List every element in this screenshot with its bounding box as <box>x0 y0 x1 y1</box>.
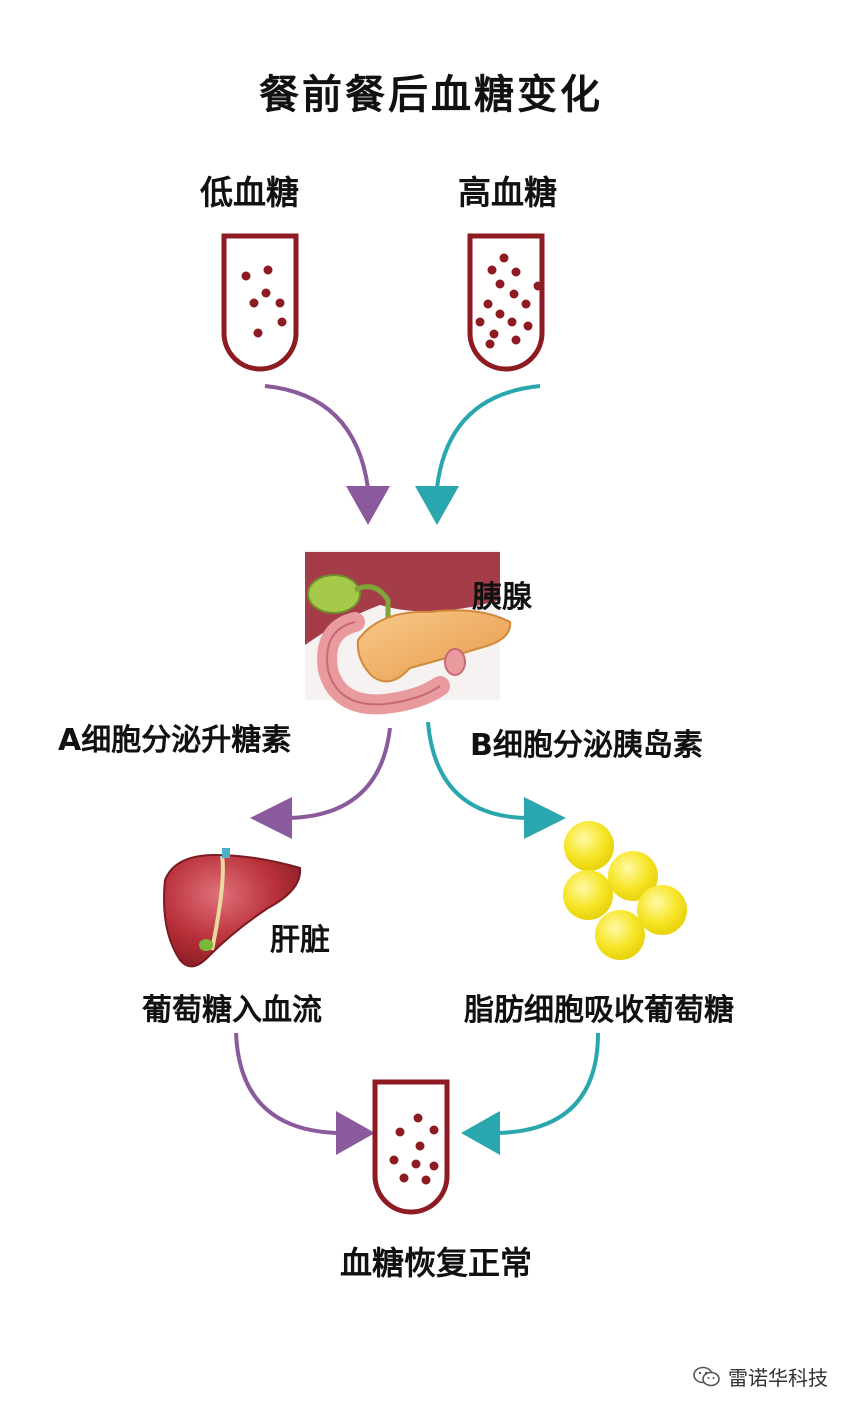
arrow-fat-to-normal <box>461 1032 600 1155</box>
fat-cell <box>595 910 645 960</box>
low-sugar-tube <box>221 233 299 372</box>
watermark: 雷诺华科技 <box>692 1362 828 1391</box>
arrow-liver-to-normal <box>234 1032 375 1155</box>
pancreas-label: 胰腺 <box>472 580 532 615</box>
glucose-dot <box>261 288 271 298</box>
fat-action-label: 脂肪细胞吸收葡萄糖 <box>464 993 734 1028</box>
fat-cells <box>563 821 687 960</box>
a-cell-label: A细胞分泌升糖素 <box>58 723 292 758</box>
glucose-dot <box>253 328 263 338</box>
fat-cell <box>608 851 658 901</box>
b-cell-label: B细胞分泌胰岛素 <box>470 728 703 763</box>
glucose-dot <box>275 298 285 308</box>
arrow-pancreas-to-fat <box>426 721 566 839</box>
glucose-dot <box>249 298 259 308</box>
liver-illustration <box>163 848 302 968</box>
low-sugar-label: 低血糖 <box>200 173 299 212</box>
high-sugar-tube <box>467 233 545 372</box>
wechat-icon <box>693 1366 720 1386</box>
liver-action-label: 葡萄糖入血流 <box>142 993 322 1028</box>
arrow-high-to-pancreas <box>415 384 541 525</box>
glucose-dot <box>277 317 287 327</box>
liver-label: 肝脏 <box>270 923 330 958</box>
arrow-pancreas-to-liver <box>250 727 392 839</box>
arrow-low-to-pancreas <box>264 384 390 525</box>
glucose-dot <box>263 265 273 275</box>
page-title: 餐前餐后血糖变化 <box>259 72 603 118</box>
high-sugar-label: 高血糖 <box>458 173 557 212</box>
watermark-text: 雷诺华科技 <box>728 1366 828 1390</box>
fat-cell <box>637 885 687 935</box>
fat-cell <box>563 870 613 920</box>
result-label: 血糖恢复正常 <box>339 1244 532 1282</box>
pancreas-illustration <box>305 550 512 715</box>
glucose-dot <box>241 271 251 281</box>
fat-cell <box>564 821 614 871</box>
normal-sugar-tube <box>372 1079 450 1215</box>
